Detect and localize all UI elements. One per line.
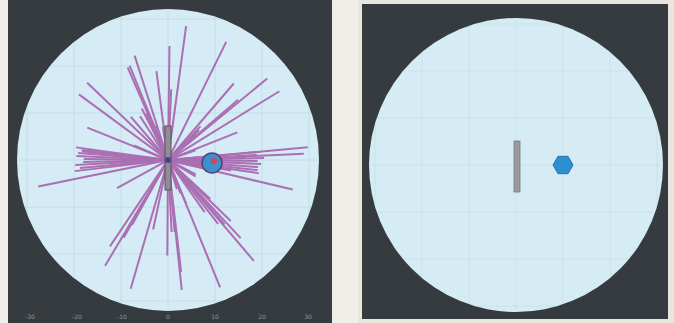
axis-tick-label: -10 bbox=[117, 313, 127, 320]
stroke bbox=[142, 109, 168, 160]
wall-bar bbox=[165, 126, 171, 190]
stroke bbox=[610, 0, 611, 323]
grid bbox=[360, 0, 674, 323]
stroke bbox=[76, 160, 168, 171]
axis-tick-label: -20 bbox=[72, 313, 82, 320]
stroke bbox=[360, 24, 674, 25]
panel-background bbox=[362, 4, 668, 319]
stroke bbox=[39, 160, 168, 186]
grid bbox=[0, 0, 340, 323]
stroke bbox=[131, 160, 168, 288]
lidar-rays bbox=[39, 27, 307, 289]
stroke bbox=[309, 0, 310, 323]
stroke bbox=[657, 0, 658, 323]
stroke bbox=[360, 306, 674, 307]
robot-center bbox=[165, 157, 171, 163]
stroke bbox=[80, 95, 168, 160]
stroke bbox=[0, 301, 340, 302]
target-hexagon bbox=[553, 156, 573, 173]
axis-tick-label: -30 bbox=[25, 313, 35, 320]
wall-bar bbox=[514, 141, 520, 192]
stroke bbox=[168, 100, 237, 160]
stroke bbox=[168, 160, 220, 286]
panel-frame bbox=[358, 0, 674, 323]
stroke bbox=[88, 83, 168, 160]
stroke bbox=[375, 0, 376, 323]
stroke bbox=[422, 0, 423, 323]
axis-tick-label: 0 bbox=[166, 313, 170, 320]
stroke bbox=[360, 259, 674, 260]
stroke bbox=[360, 212, 674, 213]
stroke bbox=[360, 118, 674, 119]
axis-tick-label: 20 bbox=[258, 313, 266, 320]
stroke bbox=[469, 0, 470, 323]
stroke bbox=[168, 160, 253, 260]
stroke bbox=[168, 43, 226, 160]
stroke bbox=[168, 79, 266, 160]
stroke bbox=[168, 160, 240, 237]
stroke bbox=[262, 0, 263, 323]
stroke bbox=[106, 160, 168, 265]
axis-tick-label: 30 bbox=[304, 313, 312, 320]
stroke bbox=[168, 147, 307, 160]
stroke bbox=[360, 71, 674, 72]
stroke bbox=[0, 254, 340, 255]
axis-tick-label: 10 bbox=[211, 313, 219, 320]
stroke bbox=[111, 160, 168, 246]
target-circle bbox=[202, 153, 222, 173]
stroke bbox=[168, 160, 292, 189]
target-dot bbox=[211, 158, 217, 164]
panel-background bbox=[8, 0, 332, 323]
stroke bbox=[74, 0, 75, 323]
stroke bbox=[27, 0, 28, 323]
stroke bbox=[0, 19, 340, 20]
